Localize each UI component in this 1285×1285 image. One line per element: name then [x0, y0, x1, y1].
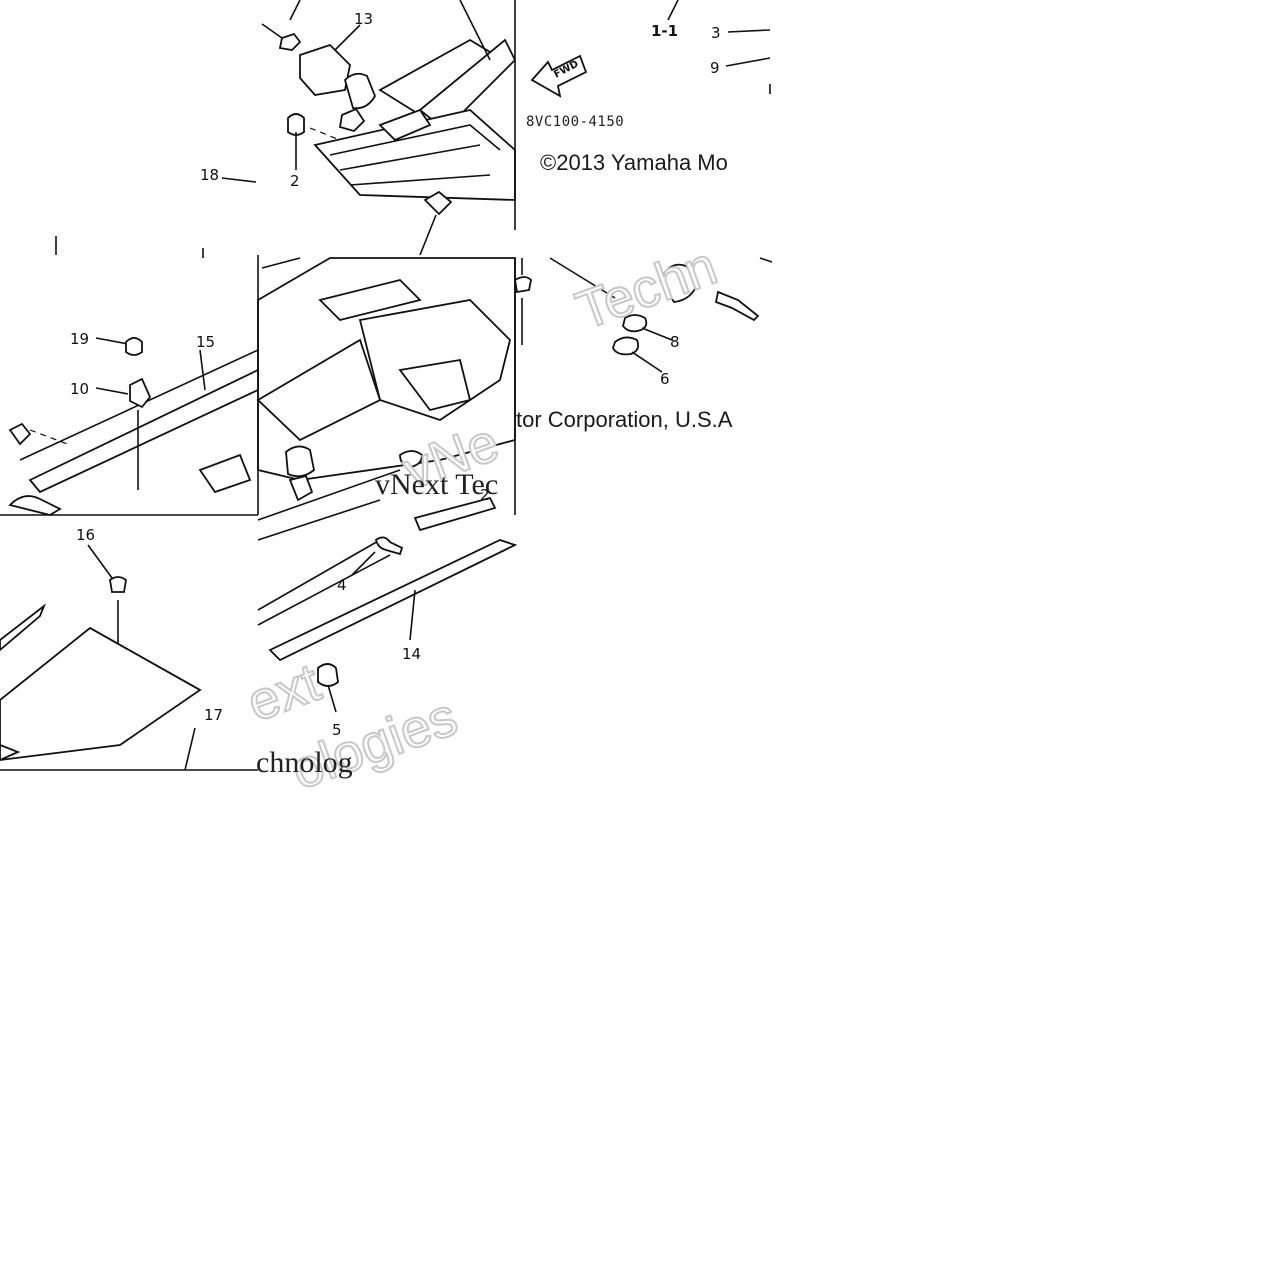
- callout-2: 2: [290, 172, 300, 190]
- main-frame-drawing: [256, 257, 532, 541]
- callout-4: 4: [337, 576, 347, 594]
- watermark-mid-serif: vNext Tec: [375, 468, 498, 501]
- callout-labels: 13 1-1 3 9 18 2 2 19 15 10 8 6 16 4 14 5…: [70, 10, 733, 739]
- callout-2-mid: 2: [480, 486, 490, 504]
- watermark-bottom-serif: chnolog: [256, 746, 353, 779]
- callout-17: 17: [204, 706, 223, 724]
- frame-front-drawing: [221, 0, 517, 256]
- watermark-bottom-left-1: ext: [240, 652, 328, 733]
- callout-3: 3: [711, 24, 721, 42]
- callout-19: 19: [70, 330, 89, 348]
- side-rail-drawing: [257, 536, 518, 713]
- fwd-arrow-icon: FWD: [530, 54, 588, 98]
- callout-16: 16: [76, 526, 95, 544]
- callout-5: 5: [332, 721, 342, 739]
- callout-6: 6: [660, 370, 670, 388]
- callout-9: 9: [710, 59, 720, 77]
- callout-15: 15: [196, 333, 215, 351]
- callout-8: 8: [670, 333, 680, 351]
- copyright-top: ©2013 Yamaha Mo: [540, 150, 728, 175]
- skid-plate-drawing: [0, 544, 258, 771]
- callout-13: 13: [354, 10, 373, 28]
- callout-10: 10: [70, 380, 89, 398]
- rubber-parts-drawing: [549, 257, 773, 373]
- callout-1-1: 1-1: [651, 22, 678, 40]
- copyright-mid: tor Corporation, U.S.A: [516, 407, 733, 432]
- callout-14: 14: [402, 645, 421, 663]
- diagram-code: 8VC100-4150: [526, 114, 624, 130]
- left-rail-drawing: [0, 236, 259, 516]
- callout-18: 18: [200, 166, 219, 184]
